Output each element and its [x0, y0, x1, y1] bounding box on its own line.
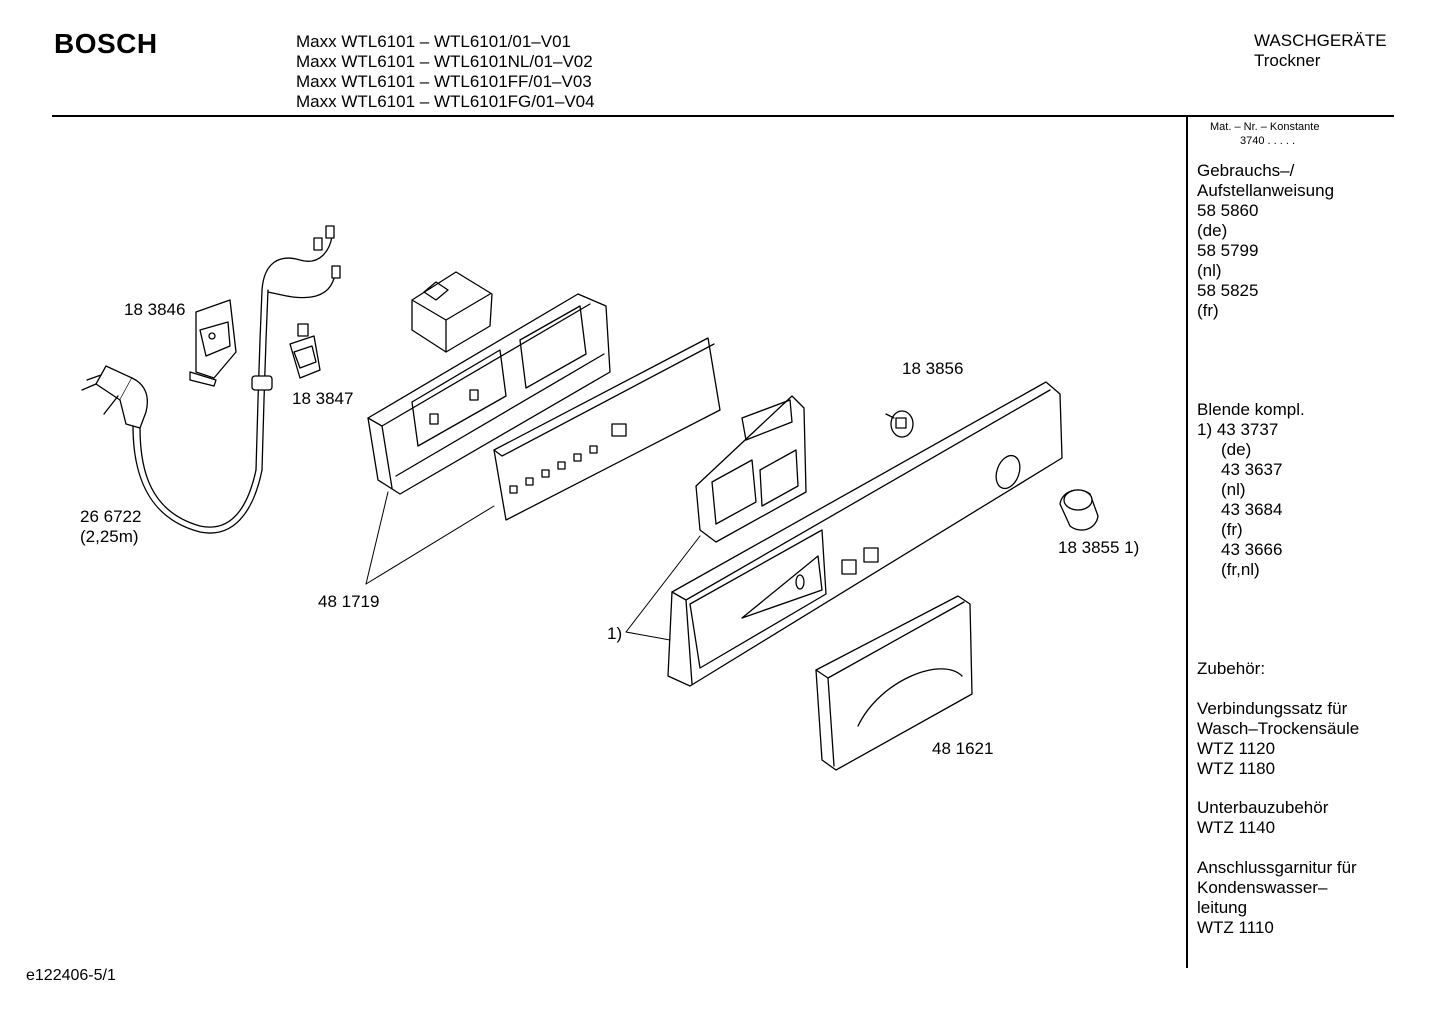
part-label: 26 6722 [80, 507, 142, 526]
part-label: (2,25m) [80, 527, 139, 546]
manual-line: (nl) [1197, 261, 1222, 280]
category-title: WASCHGERÄTE [1254, 31, 1387, 50]
blende-title: Blende kompl. [1197, 400, 1305, 419]
exploded-parts-diagram [81, 225, 1099, 771]
control-panel-drawing [667, 381, 1063, 687]
matnr-value: 3740 . . . . . [1240, 135, 1296, 147]
verbindung-block: Verbindungssatz für Wasch–Trockensäule W… [1197, 699, 1359, 779]
manual-line: 58 5825 [1197, 281, 1259, 300]
subcategory-title: Trockner [1254, 51, 1321, 70]
header-divider [52, 115, 1394, 117]
unterbau-line: Unterbauzubehör [1197, 798, 1329, 817]
sidebar-divider [1186, 116, 1188, 968]
model-list: Maxx WTL6101 – WTL6101/01–V01 Maxx WTL61… [296, 32, 595, 112]
verbindung-line: WTZ 1180 [1197, 759, 1276, 778]
drawer-insert-drawing [695, 395, 807, 543]
part-label: 1) [607, 624, 623, 643]
matnr-block: Mat. – Nr. – Konstante 3740 . . . . . [1210, 120, 1319, 148]
blende-block: Blende kompl. 1) 43 3737 (de) 43 3637 (n… [1197, 400, 1305, 580]
model-line: Maxx WTL6101 – WTL6101/01–V01 [296, 32, 571, 51]
small-knob-drawing [885, 410, 914, 438]
manual-line: (de) [1197, 221, 1228, 240]
model-line: Maxx WTL6101 – WTL6101FF/01–V03 [296, 72, 592, 91]
part-label: 48 1621 [932, 739, 994, 758]
blende-item: (fr) [1221, 520, 1243, 539]
model-line: Maxx WTL6101 – WTL6101NL/01–V02 [296, 52, 593, 71]
unterbau-line: WTZ 1140 [1197, 818, 1276, 837]
anschluss-line: leitung [1197, 898, 1248, 917]
zubehoer-title: Zubehör: [1197, 659, 1266, 678]
blende-item: (de) [1221, 440, 1252, 459]
blende-item: 43 3684 [1221, 500, 1283, 519]
verbindung-line: Verbindungssatz für [1197, 699, 1348, 718]
part-label: 18 3847 [292, 389, 354, 408]
matnr-label: Mat. – Nr. – Konstante [1210, 121, 1320, 133]
manual-line: (fr) [1197, 301, 1219, 320]
part-label: 18 3855 1) [1058, 538, 1140, 557]
leader-lines [365, 491, 701, 641]
drawing-code: e122406-5/1 [26, 967, 116, 984]
category-block: WASCHGERÄTE Trockner [1254, 31, 1387, 71]
blende-item: (nl) [1221, 480, 1246, 499]
blende-item: 43 3637 [1221, 460, 1283, 479]
rotary-knob-drawing [1059, 489, 1099, 531]
housing-frame-drawing [367, 293, 611, 495]
module-box-drawing [411, 271, 493, 353]
power-cord-drawing [81, 225, 341, 534]
model-line: Maxx WTL6101 – WTL6101FG/01–V04 [296, 92, 595, 111]
anschluss-line: Kondenswasser– [1197, 878, 1328, 897]
manual-line: 58 5860 [1197, 201, 1259, 220]
blende-item: 43 3666 [1221, 540, 1283, 559]
unterbau-block: Unterbauzubehör WTZ 1140 [1197, 798, 1328, 838]
manual-line: 58 5799 [1197, 241, 1259, 260]
anschluss-block: Anschlussgarnitur für Kondenswasser– lei… [1197, 858, 1357, 938]
circuit-board-drawing [493, 337, 721, 521]
blende-item: (fr,nl) [1221, 560, 1260, 579]
part-label: 48 1719 [318, 592, 380, 611]
manual-line: Aufstellanweisung [1197, 181, 1335, 200]
door-drawing [815, 595, 973, 771]
part-label: 18 3846 [124, 300, 186, 319]
part-label: 18 3856 [902, 359, 964, 378]
anschluss-line: WTZ 1110 [1197, 918, 1274, 937]
bracket-drawing [189, 299, 237, 387]
verbindung-line: WTZ 1120 [1197, 739, 1276, 758]
anschluss-line: Anschlussgarnitur für [1197, 858, 1357, 877]
blende-first: 1) 43 3737 [1197, 420, 1279, 439]
connector-drawing [289, 323, 321, 379]
manual-line: Gebrauchs–/ [1197, 161, 1295, 180]
manual-block: Gebrauchs–/ Aufstellanweisung 58 5860 (d… [1197, 161, 1334, 321]
verbindung-line: Wasch–Trockensäule [1197, 719, 1360, 738]
brand-logo: BOSCH [54, 28, 158, 59]
